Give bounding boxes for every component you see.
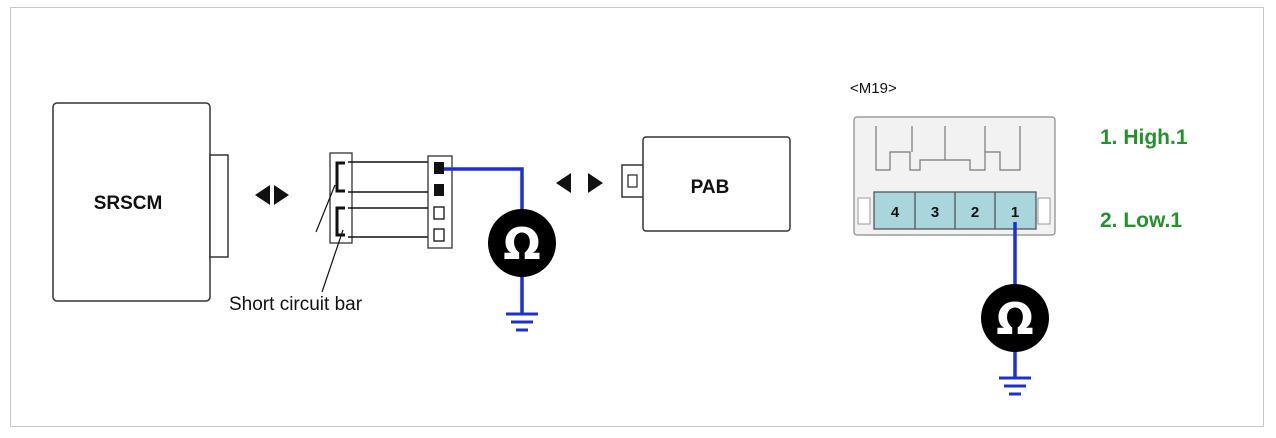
ohm-meter-icon: Ω bbox=[488, 209, 556, 277]
pab-module: PAB bbox=[621, 136, 791, 232]
legend-high: 1. High.1 bbox=[1100, 126, 1188, 149]
svg-text:Ω: Ω bbox=[996, 294, 1033, 345]
diagram-frame bbox=[10, 7, 1264, 427]
pin-2: 2 bbox=[971, 204, 979, 221]
pin-4: 4 bbox=[891, 204, 900, 221]
short-circuit-bar-connector bbox=[315, 152, 430, 293]
ground-icon bbox=[999, 376, 1031, 396]
terminal-block bbox=[427, 155, 453, 249]
pab-label: PAB bbox=[691, 177, 730, 198]
svg-text:Ω: Ω bbox=[503, 219, 540, 270]
double-arrow-icon bbox=[255, 185, 289, 205]
ground-icon bbox=[506, 312, 538, 332]
m19-connector: 4 3 2 1 bbox=[853, 116, 1056, 236]
double-arrow-icon bbox=[556, 173, 603, 193]
pin-1: 1 bbox=[1011, 204, 1019, 221]
legend-low: 2. Low.1 bbox=[1100, 209, 1182, 232]
srscm-label: SRSCM bbox=[94, 193, 163, 214]
pin-3: 3 bbox=[931, 204, 939, 221]
short-circuit-bar-label: Short circuit bar bbox=[229, 294, 363, 315]
connector-id: <M19> bbox=[850, 80, 897, 97]
ohm-meter-icon: Ω bbox=[981, 284, 1049, 352]
srscm-module: SRSCM bbox=[52, 102, 229, 302]
